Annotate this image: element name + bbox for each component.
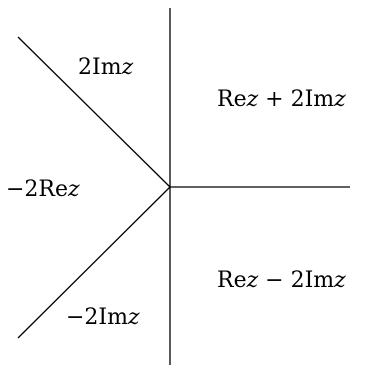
label-left: −2Rez bbox=[6, 177, 80, 202]
ray-diagonal-lower-left bbox=[17, 186, 171, 339]
label-upper-right: Rez + 2Imz bbox=[217, 87, 346, 112]
label-lower-left: −2Imz bbox=[66, 305, 140, 330]
label-lower-right: Rez − 2Imz bbox=[217, 268, 346, 293]
label-upper-left: 2Imz bbox=[78, 55, 134, 80]
ray-diagonal-upper-left bbox=[17, 36, 171, 188]
